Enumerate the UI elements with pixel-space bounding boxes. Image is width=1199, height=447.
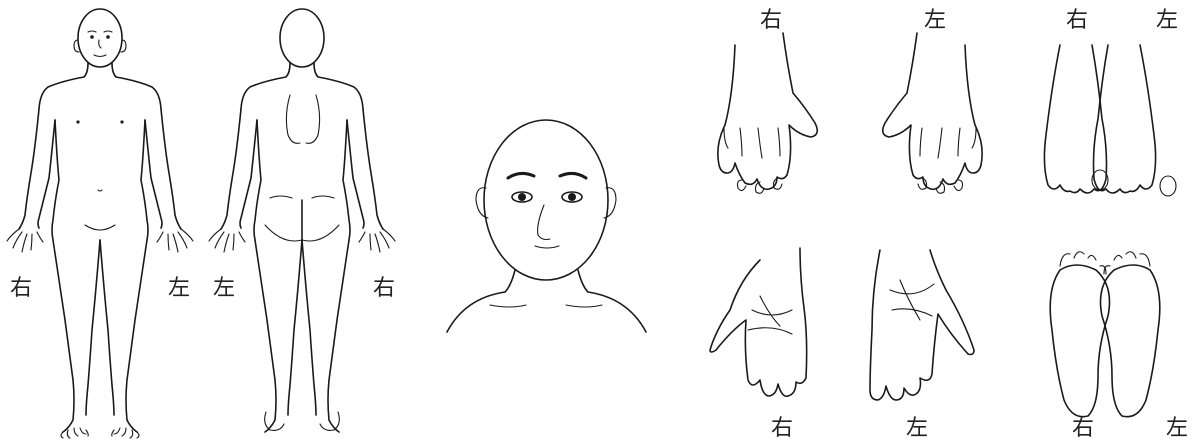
- label-hand-palm-right: 右: [771, 418, 793, 440]
- label-front-left: 左: [168, 278, 190, 300]
- front-body-figure: [7, 9, 193, 438]
- label-back-left: 左: [213, 278, 235, 300]
- face-figure: [447, 120, 646, 332]
- feet-top-figure: [1044, 45, 1176, 196]
- label-foot-sole-right: 右: [1072, 418, 1094, 440]
- hands-back-figure: [718, 33, 982, 193]
- label-hand-back-left: 左: [924, 10, 946, 32]
- hands-palm-figure: [710, 248, 974, 400]
- back-body-figure: [209, 9, 395, 432]
- label-front-right: 右: [10, 278, 32, 300]
- feet-sole-figure: [1050, 252, 1160, 417]
- label-foot-top-left: 左: [1156, 10, 1178, 32]
- label-foot-top-right: 右: [1066, 10, 1088, 32]
- label-foot-sole-left: 左: [1166, 418, 1188, 440]
- label-hand-back-right: 右: [760, 10, 782, 32]
- label-hand-palm-left: 左: [906, 418, 928, 440]
- label-back-right: 右: [373, 278, 395, 300]
